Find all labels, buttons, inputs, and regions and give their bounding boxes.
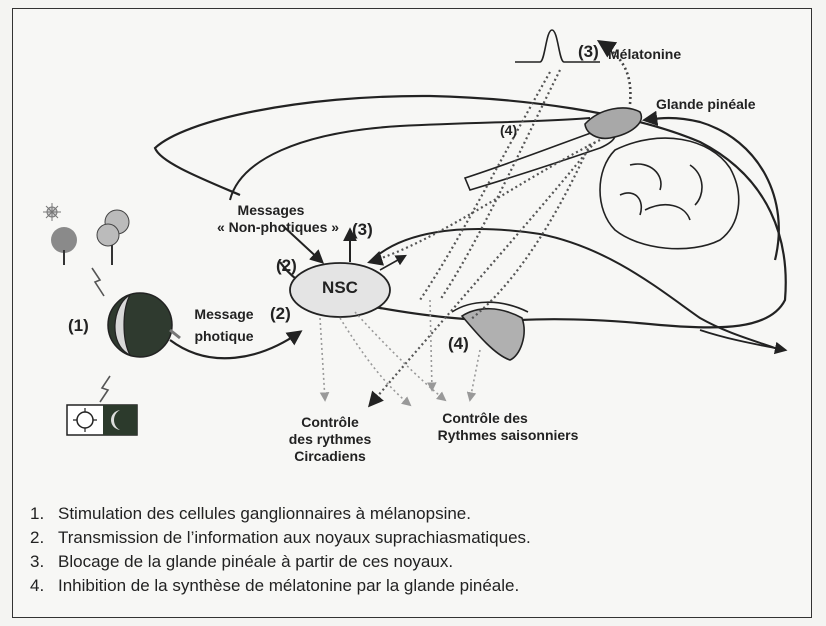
cerebellum — [600, 138, 739, 249]
pituitary — [462, 309, 524, 360]
photic-label-line2: photique — [184, 328, 264, 344]
seasonal-label-line1: Contrôle des — [410, 410, 560, 426]
circadian-label-line2: des rythmes — [275, 431, 385, 447]
pineal-input-arrow — [645, 118, 779, 260]
step-marker-2-upper: (2) — [276, 258, 297, 274]
sun-icon-small — [43, 203, 61, 221]
photic-label-line1: Message — [184, 306, 264, 322]
step-marker-3-melatonin: (3) — [578, 44, 599, 60]
legend-item: 2.Transmission de l’information aux noya… — [30, 526, 531, 550]
corpus-callosum — [230, 118, 590, 200]
seasonal-label-line2: Rythmes saisonniers — [418, 427, 598, 443]
step-marker-1: (1) — [68, 318, 89, 334]
thalamus — [465, 128, 615, 190]
legend-item: 4.Inhibition de la synthèse de mélatonin… — [30, 574, 531, 598]
eye — [108, 293, 180, 357]
legend-list: 1.Stimulation des cellules ganglionnaire… — [30, 502, 531, 598]
step-marker-4-upper: (4) — [500, 122, 517, 138]
nsc-label: NSC — [310, 280, 370, 296]
light-zigzag-upper — [92, 268, 104, 296]
step-marker-3-nsc: (3) — [352, 222, 373, 238]
step-marker-4-lower: (4) — [448, 336, 469, 352]
spinal-output-arrow — [700, 330, 785, 350]
non-photic-label-line2: « Non-photiques » — [198, 219, 358, 235]
non-photic-label-line1: Messages — [226, 202, 316, 218]
light-zigzag-lower — [100, 376, 110, 402]
day-night-icon — [67, 405, 137, 435]
circadian-label-line3: Circadiens — [285, 448, 375, 464]
melatonin-label: Mélatonine — [608, 46, 681, 62]
tree-icon-right — [97, 210, 129, 265]
legend-item: 3.Blocage de la glande pinéale à partir … — [30, 550, 531, 574]
legend-item: 1.Stimulation des cellules ganglionnaire… — [30, 502, 531, 526]
tree-icon-left — [51, 227, 77, 265]
step-marker-2-lower: (2) — [270, 306, 291, 322]
circadian-label-line1: Contrôle — [285, 414, 375, 430]
pineal-gland-label: Glande pinéale — [656, 96, 756, 112]
